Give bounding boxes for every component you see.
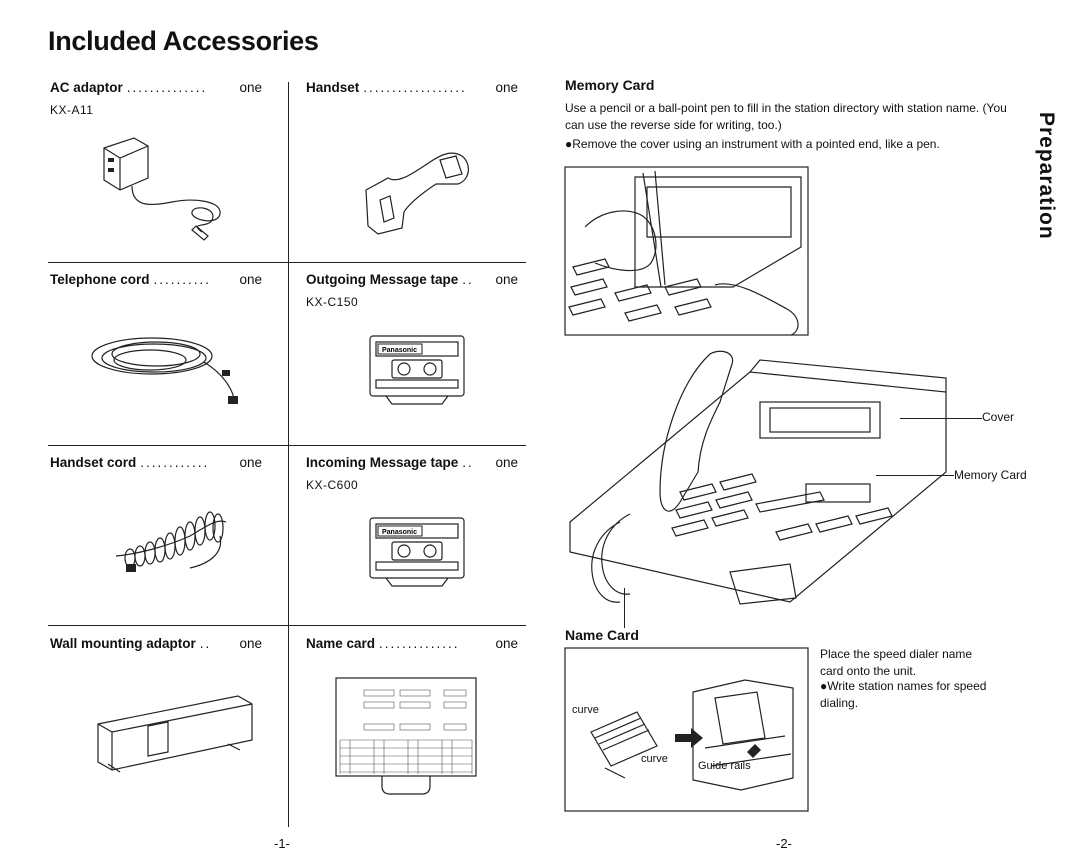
item-dots: .. bbox=[462, 272, 474, 287]
telephone-cord-illustration bbox=[91, 337, 238, 404]
label-curve-2: curve bbox=[641, 753, 668, 765]
item-qty: one bbox=[239, 636, 262, 651]
item-dots: ............ bbox=[140, 455, 210, 470]
item-name: Outgoing Message tape bbox=[306, 272, 459, 287]
model-outgoing-tape: KX-C150 bbox=[306, 295, 359, 309]
column-divider bbox=[288, 82, 289, 827]
item-name: Handset bbox=[306, 80, 360, 95]
model-incoming-tape: KX-C600 bbox=[306, 478, 359, 492]
row-divider bbox=[48, 445, 526, 446]
label-guide-rails: Guide rails bbox=[698, 760, 751, 772]
item-qty: one bbox=[239, 455, 262, 470]
item-qty: one bbox=[239, 80, 262, 95]
left-page-number: -1- bbox=[274, 836, 290, 851]
item-dots: .............. bbox=[379, 636, 460, 651]
memory-card-callout-line bbox=[876, 475, 954, 476]
page-title: Included Accessories bbox=[48, 26, 319, 56]
item-dots: .......... bbox=[153, 272, 212, 287]
right-page-number: -2- bbox=[776, 836, 792, 851]
wall-adaptor-illustration bbox=[97, 695, 253, 773]
item-telephone-cord: Telephone cord .......... one bbox=[50, 272, 262, 287]
memory-card-text2: ●Remove the cover using an instrument wi… bbox=[565, 137, 940, 151]
item-wall-adaptor: Wall mounting adaptor .. one bbox=[50, 636, 262, 651]
item-name: Name card bbox=[306, 636, 376, 651]
item-ac-adaptor: AC adaptor .............. one bbox=[50, 80, 262, 95]
memory-card-heading: Memory Card bbox=[565, 77, 655, 93]
item-dots: .. bbox=[199, 636, 212, 651]
cover-callout-line bbox=[900, 418, 982, 419]
handset-illustration bbox=[365, 152, 469, 235]
callout-memory-card: Memory Card bbox=[954, 468, 1027, 482]
memory-card-removal-illustration bbox=[564, 166, 809, 336]
name-card-leader-line bbox=[624, 588, 625, 628]
item-name: Wall mounting adaptor bbox=[50, 636, 196, 651]
name-card-heading: Name Card bbox=[565, 627, 639, 643]
item-qty: one bbox=[495, 455, 518, 470]
item-handset-cord: Handset cord ............ one bbox=[50, 455, 262, 470]
item-dots: .................. bbox=[363, 80, 467, 95]
handset-cord-illustration bbox=[115, 511, 227, 572]
callout-cover: Cover bbox=[982, 410, 1015, 424]
cassette-brand: Panasonic bbox=[382, 347, 417, 354]
item-incoming-tape: Incoming Message tape .. one bbox=[306, 455, 518, 470]
item-qty: one bbox=[239, 272, 262, 287]
item-dots: .............. bbox=[126, 80, 208, 95]
model-ac-adaptor: KX-A11 bbox=[50, 103, 94, 117]
item-qty: one bbox=[495, 80, 518, 95]
ac-adaptor-illustration bbox=[103, 137, 221, 241]
item-dots: .. bbox=[462, 455, 474, 470]
name-card-text1: Place the speed dialer name card onto th… bbox=[820, 647, 973, 678]
incoming-cassette-illustration: Panasonic bbox=[369, 517, 465, 587]
label-curve-1: curve bbox=[572, 704, 599, 716]
outgoing-cassette-illustration: Panasonic bbox=[369, 335, 465, 405]
row-divider bbox=[48, 262, 526, 263]
side-tab-preparation: Preparation bbox=[1035, 112, 1058, 240]
item-outgoing-tape: Outgoing Message tape .. one bbox=[306, 272, 518, 287]
item-name: AC adaptor bbox=[50, 80, 123, 95]
item-name: Telephone cord bbox=[50, 272, 150, 287]
item-handset: Handset .................. one bbox=[306, 80, 518, 95]
name-card-text2: ●Write station names for speed dialing. bbox=[820, 679, 987, 710]
item-name-card: Name card .............. one bbox=[306, 636, 518, 651]
row-divider bbox=[48, 625, 526, 626]
cassette-brand: Panasonic bbox=[382, 529, 417, 536]
item-name: Handset cord bbox=[50, 455, 137, 470]
name-card-illustration bbox=[335, 677, 477, 795]
item-qty: one bbox=[495, 272, 518, 287]
item-qty: one bbox=[495, 636, 518, 651]
item-name: Incoming Message tape bbox=[306, 455, 459, 470]
memory-card-text1: Use a pencil or a ball-point pen to fill… bbox=[565, 101, 1007, 132]
name-card-placement-illustration bbox=[564, 647, 809, 812]
telephone-unit-illustration bbox=[569, 350, 947, 605]
